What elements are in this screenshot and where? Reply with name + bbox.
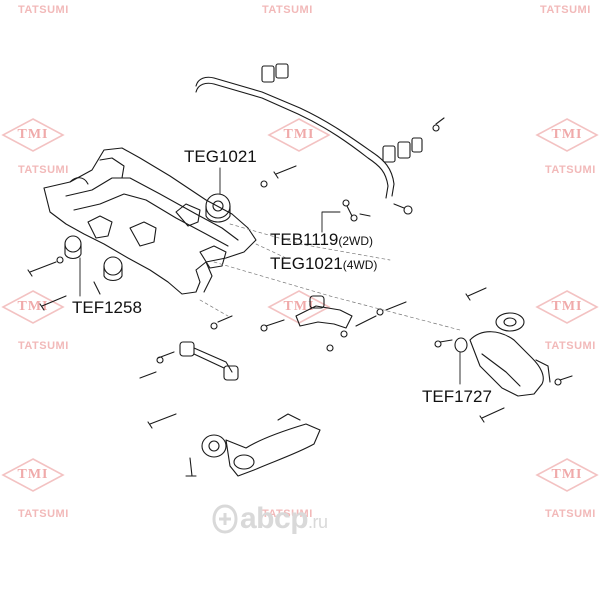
subframe-bolts (27, 117, 445, 311)
trailing-arm (434, 287, 573, 423)
watermark-logo-text: TMI (17, 467, 49, 482)
bushing-tef1258 (64, 235, 123, 282)
reference-lines (199, 223, 461, 331)
watermark-logo: TMI (1, 118, 65, 152)
watermark-logo-text: TMI (283, 127, 315, 142)
watermark-text: TATSUMI (545, 340, 596, 352)
part-note: (4WD) (342, 258, 378, 272)
watermark-text: TATSUMI (18, 508, 69, 520)
abcp-brand-tld: .ru (308, 512, 328, 532)
abcp-brand: abcp.ru (212, 500, 372, 540)
lateral-link (139, 315, 239, 429)
part-label-tef1727: TEF1727 (422, 388, 492, 406)
watermark-logo: TMI (1, 458, 65, 492)
watermark-logo-text: TMI (551, 299, 583, 314)
part-label-teg1021-4wd: TEG1021(4WD) (270, 255, 377, 273)
abcp-logo-icon (212, 504, 238, 534)
watermark-text: TATSUMI (18, 340, 69, 352)
part-number: TEG1021 (184, 147, 257, 166)
rear-subframe (43, 147, 257, 295)
leader-lines (79, 167, 461, 385)
part-number: TEF1727 (422, 387, 492, 406)
bushing-teg1021 (205, 193, 231, 223)
stabilizer-bar (195, 63, 423, 199)
upper-control-arm (260, 295, 407, 352)
abcp-brand-name: abcp (240, 502, 309, 535)
part-number: TEG1021 (270, 254, 343, 273)
part-note: (2WD) (338, 234, 374, 248)
watermark-logo: TMI (535, 458, 599, 492)
part-label-teb1119: TEB1119(2WD) (270, 231, 373, 249)
watermark-text: TATSUMI (262, 508, 313, 520)
watermark-logo-text: TMI (551, 127, 583, 142)
abcp-brand-text: abcp.ru (240, 502, 328, 536)
watermark-text: TATSUMI (18, 164, 69, 176)
lower-control-arm (185, 413, 321, 477)
watermark-logo-text: TMI (17, 127, 49, 142)
watermark-logo-text: TMI (17, 299, 49, 314)
watermark-text: TATSUMI (545, 164, 596, 176)
watermark-text: TATSUMI (545, 508, 596, 520)
part-number: TEF1258 (72, 298, 142, 317)
part-number: TEB1119 (270, 230, 339, 249)
watermark-logo: TMI (535, 118, 599, 152)
watermark-text: TATSUMI (540, 4, 591, 16)
watermark-text: TATSUMI (18, 4, 69, 16)
watermark-logo-text: TMI (551, 467, 583, 482)
watermark-logo-text: TMI (283, 299, 315, 314)
watermark-text: TATSUMI (262, 4, 313, 16)
stabilizer-link (342, 199, 371, 222)
part-label-teg1021-top: TEG1021 (184, 148, 257, 166)
watermark-logo: TMI (267, 118, 331, 152)
watermark-logo: TMI (535, 290, 599, 324)
part-label-tef1258: TEF1258 (72, 299, 142, 317)
